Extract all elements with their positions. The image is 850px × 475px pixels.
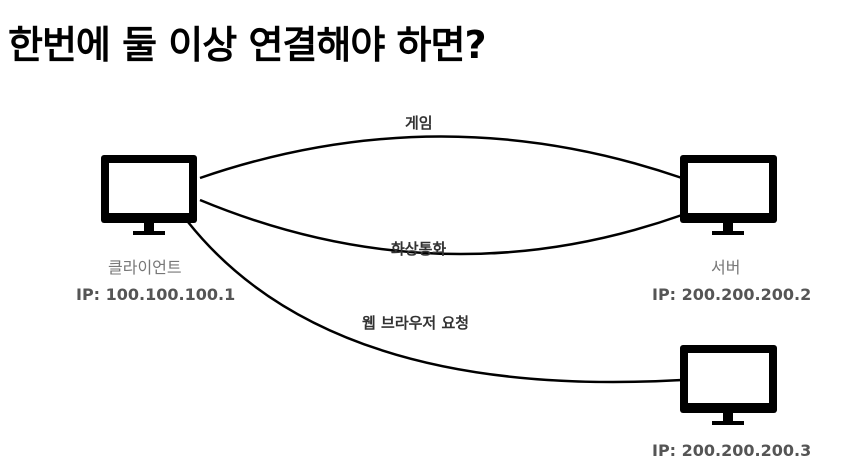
server-name: 서버: [711, 258, 741, 277]
edge-label-video-call: 화상통화: [391, 240, 447, 258]
edge-label-web-request: 웹 브라우저 요청: [362, 314, 470, 332]
connection-game: [199, 135, 683, 180]
edge-label-game: 게임: [405, 114, 433, 132]
client-ip: IP: 100.100.100.1: [76, 285, 236, 304]
monitor-icon: [680, 155, 777, 235]
server-1-ip: IP: 200.200.200.2: [652, 285, 812, 304]
connection-video-call: [199, 198, 683, 256]
page-title: 한번에 둘 이상 연결해야 하면?: [8, 23, 486, 67]
client-name: 클라이언트: [108, 258, 182, 277]
monitor-icon: [680, 345, 777, 425]
monitor-icon: [101, 155, 197, 235]
connection-web-request: [187, 221, 683, 384]
server-2-ip: IP: 200.200.200.3: [652, 441, 812, 460]
